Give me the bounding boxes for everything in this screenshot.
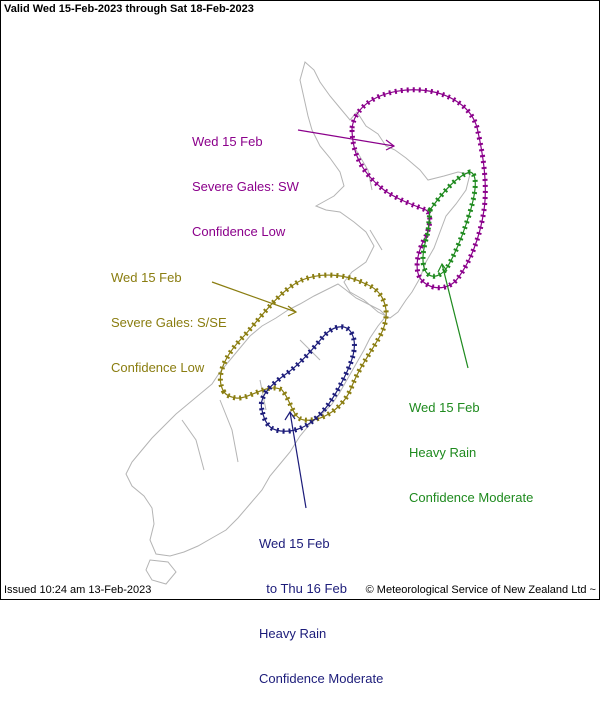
validity-header: Valid Wed 15-Feb-2023 through Sat 18-Feb… — [4, 3, 254, 15]
label-line: to Thu 16 Feb — [259, 581, 347, 596]
label-rain-east: Wed 15 Feb Heavy Rain Confidence Moderat… — [409, 370, 533, 520]
land-outline — [125, 61, 471, 585]
label-gales-sse: Wed 15 Feb Severe Gales: S/SE Confidence… — [111, 240, 227, 390]
gales-sse-area — [211, 272, 389, 423]
north-island-outline — [299, 61, 471, 319]
label-rain-south: Wed 15 Feb to Thu 16 Feb Heavy Rain Conf… — [259, 506, 383, 701]
label-line: Wed 15 Feb — [259, 536, 330, 551]
label-line: Severe Gales: SW — [192, 179, 299, 194]
label-line: Severe Gales: S/SE — [111, 315, 227, 330]
gales-sw-area — [297, 87, 488, 291]
label-line: Wed 15 Feb — [192, 134, 263, 149]
label-gales-sw: Wed 15 Feb Severe Gales: SW Confidence L… — [192, 104, 299, 254]
copyright-text: © Meteorological Service of New Zealand … — [365, 584, 596, 596]
nz-map — [125, 61, 488, 585]
rain-south-area — [258, 324, 357, 509]
south-island-outline — [125, 283, 387, 557]
rain-east-area — [420, 169, 478, 369]
label-line: Confidence Low — [111, 360, 205, 375]
label-line: Confidence Moderate — [259, 671, 384, 686]
label-line: Wed 15 Feb — [111, 270, 182, 285]
stewart-island-outline — [145, 559, 177, 585]
label-line: Wed 15 Feb — [409, 400, 480, 415]
label-line: Heavy Rain — [409, 445, 477, 460]
label-line: Heavy Rain — [259, 626, 327, 641]
label-line: Confidence Low — [192, 224, 286, 239]
label-line: Confidence Moderate — [409, 490, 534, 505]
issued-text: Issued 10:24 am 13-Feb-2023 — [4, 584, 152, 596]
